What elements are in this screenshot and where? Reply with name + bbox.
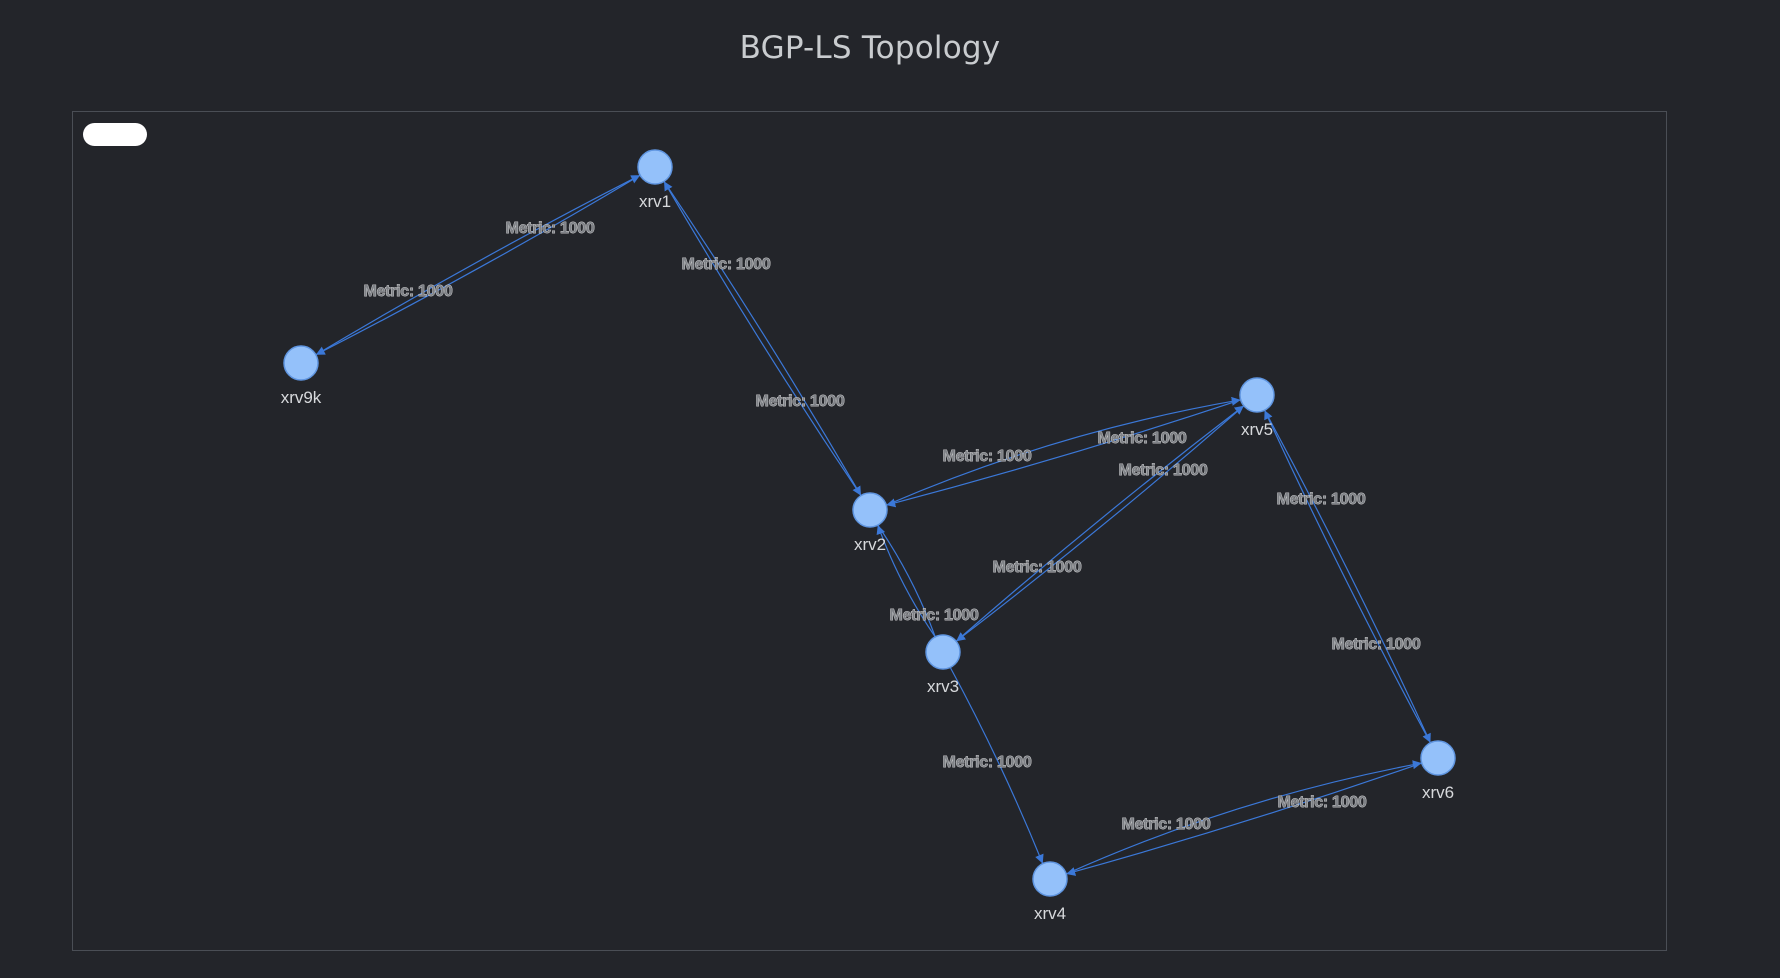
node-xrv9k[interactable]: xrv9k: [281, 345, 322, 407]
edge-label-xrv1-to-xrv9k: Metric: 1000: [364, 283, 453, 300]
edge-label-xrv2-to-xrv5: Metric: 1000: [943, 448, 1032, 465]
node-label: xrv3: [927, 677, 959, 696]
edge-xrv1-to-xrv9k[interactable]: [315, 174, 641, 356]
edge-xrv3-to-xrv4[interactable]: [949, 667, 1044, 864]
node-circle[interactable]: [1420, 740, 1456, 776]
edge-label-xrv4-to-xrv6: Metric: 1000: [1122, 816, 1211, 833]
edge-xrv1-to-xrv2[interactable]: [663, 181, 862, 496]
node-xrv6[interactable]: xrv6: [1420, 740, 1456, 802]
edge-label-xrv5-to-xrv2: Metric: 1000: [1098, 430, 1187, 447]
edge-xrv2-to-xrv5[interactable]: [886, 396, 1241, 506]
edge-label-xrv6-to-xrv5: Metric: 1000: [1332, 636, 1421, 653]
edge-xrv2-to-xrv3[interactable]: [877, 524, 936, 638]
node-circle[interactable]: [637, 149, 673, 185]
node-label: xrv2: [854, 535, 886, 554]
nodes-layer: xrv1 xrv9k xrv2 xrv3 xrv4 xrv5 xrv6: [281, 149, 1456, 923]
node-circle[interactable]: [925, 634, 961, 670]
toggle-button[interactable]: [83, 123, 147, 146]
edge-xrv6-to-xrv4[interactable]: [1066, 762, 1422, 876]
node-xrv1[interactable]: xrv1: [637, 149, 673, 211]
node-circle[interactable]: [1239, 377, 1275, 413]
edges-layer: [315, 174, 1431, 876]
edge-xrv3-to-xrv5[interactable]: [955, 405, 1245, 642]
edge-label-xrv5-to-xrv6: Metric: 1000: [1277, 491, 1366, 508]
edge-label-xrv3-to-xrv2: Metric: 1000: [890, 607, 979, 624]
edge-xrv6-to-xrv5[interactable]: [1264, 409, 1431, 744]
edge-xrv9k-to-xrv1[interactable]: [315, 174, 641, 356]
edge-label-xrv2-to-xrv1: Metric: 1000: [682, 256, 771, 273]
node-circle[interactable]: [852, 492, 888, 528]
edge-label-xrv5-to-xrv3: Metric: 1000: [993, 559, 1082, 576]
node-circle[interactable]: [1032, 861, 1068, 897]
node-xrv3[interactable]: xrv3: [925, 634, 961, 696]
node-xrv5[interactable]: xrv5: [1239, 377, 1275, 439]
node-label: xrv6: [1422, 783, 1454, 802]
edge-xrv2-to-xrv1[interactable]: [663, 181, 862, 496]
node-label: xrv5: [1241, 420, 1273, 439]
edge-xrv5-to-xrv2[interactable]: [886, 399, 1241, 508]
edge-xrv3-to-xrv2[interactable]: [876, 524, 936, 638]
node-xrv4[interactable]: xrv4: [1032, 861, 1068, 923]
edge-label-xrv1-to-xrv2: Metric: 1000: [756, 393, 845, 410]
edge-label-xrv9k-to-xrv1: Metric: 1000: [506, 220, 595, 237]
node-label: xrv1: [639, 192, 671, 211]
edge-label-xrv6-to-xrv4: Metric: 1000: [1278, 794, 1367, 811]
node-label: xrv9k: [281, 388, 322, 407]
edge-xrv5-to-xrv6[interactable]: [1264, 409, 1431, 744]
node-xrv2[interactable]: xrv2: [852, 492, 888, 554]
node-label: xrv4: [1034, 904, 1066, 923]
edge-label-xrv3-to-xrv5: Metric: 1000: [1119, 462, 1208, 479]
edge-xrv4-to-xrv6[interactable]: [1065, 760, 1422, 875]
topology-canvas[interactable]: [72, 111, 1667, 951]
edge-label-xrv3-to-xrv4: Metric: 1000: [943, 754, 1032, 771]
edge-xrv5-to-xrv3[interactable]: [955, 405, 1245, 642]
page-title: BGP-LS Topology: [739, 30, 1001, 66]
node-circle[interactable]: [283, 345, 319, 381]
